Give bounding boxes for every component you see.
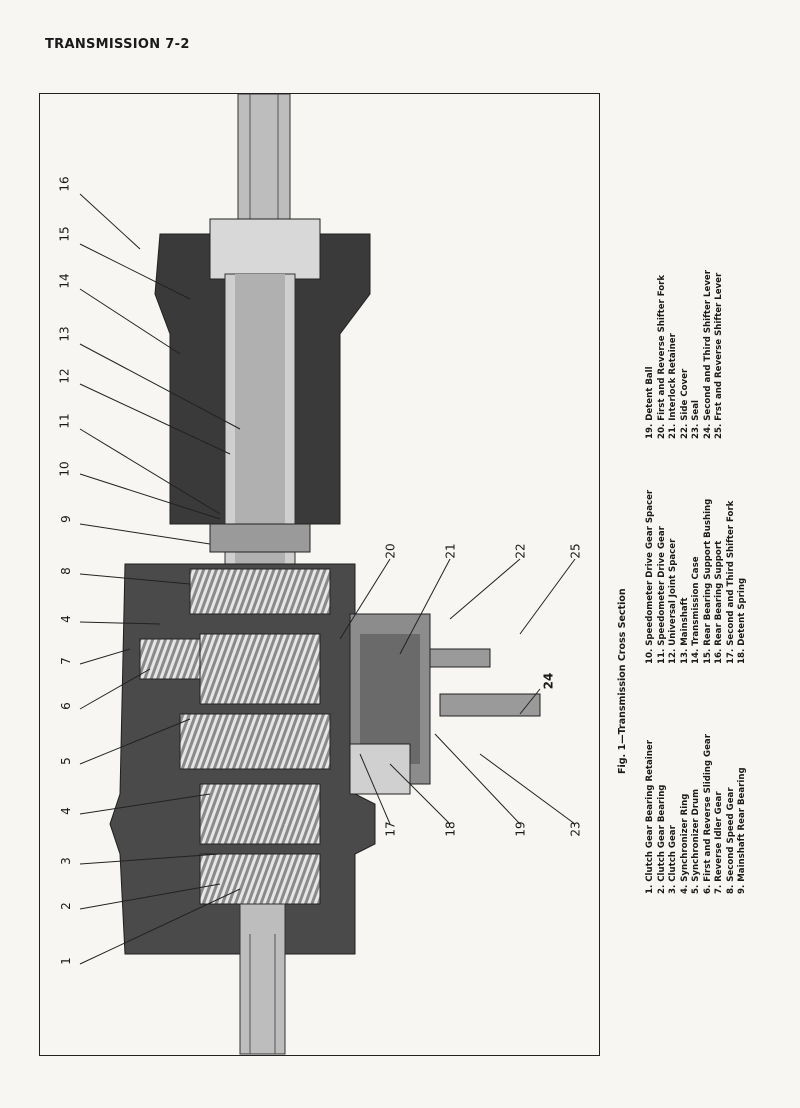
mainshaft-rear-bearing bbox=[209, 523, 311, 553]
callout-17: 17 bbox=[383, 821, 398, 837]
callout-6: 6 bbox=[58, 702, 73, 710]
legend-item: 20. First and Reverse Shifter Fork bbox=[656, 274, 667, 439]
callout-22: 22 bbox=[513, 543, 528, 559]
callout-1: 1 bbox=[58, 957, 73, 965]
legend-item: 2. Clutch Gear Bearing bbox=[656, 784, 667, 894]
callout-4a: 4 bbox=[58, 615, 73, 623]
legend-item: 11. Speedometer Drive Gear bbox=[656, 526, 667, 664]
callout-9: 9 bbox=[58, 515, 73, 523]
first-reverse-shifter-lever bbox=[429, 648, 491, 668]
page-header: TRANSMISSION 7-2 bbox=[45, 37, 190, 52]
callout-13: 13 bbox=[57, 326, 72, 342]
legend-column-3: 19. Detent Ball 20. First and Reverse Sh… bbox=[645, 270, 726, 439]
legend-item: 13. Mainshaft bbox=[679, 597, 690, 664]
legend-item: 1. Clutch Gear Bearing Retainer bbox=[645, 740, 655, 894]
callout-4b: 4 bbox=[58, 807, 73, 815]
legend-item: 5. Synchronizer Drum bbox=[691, 788, 701, 894]
input-shaft bbox=[239, 903, 286, 1055]
legend-column-1: 1. Clutch Gear Bearing Retainer 2. Clutc… bbox=[645, 734, 749, 894]
reverse-idler-gear bbox=[139, 638, 201, 680]
callout-18: 18 bbox=[443, 821, 458, 837]
callout-25: 25 bbox=[568, 543, 583, 559]
legend-item: 3. Clutch Gear bbox=[668, 825, 678, 894]
figure-caption: Fig. 1—Transmission Cross Section bbox=[617, 588, 628, 774]
callout-10: 10 bbox=[57, 461, 72, 477]
leader-lines bbox=[79, 193, 576, 965]
legend-item: 21. Interlock Retainer bbox=[668, 333, 678, 439]
first-reverse-sliding-gear bbox=[179, 713, 331, 770]
legend-item: 16. Rear Bearing Support bbox=[714, 540, 724, 664]
callout-16: 16 bbox=[57, 176, 72, 192]
legend-item: 22. Side Cover bbox=[679, 368, 690, 439]
legend-item: 24. Second and Third Shifter Lever bbox=[702, 270, 713, 439]
callout-21: 21 bbox=[443, 543, 458, 559]
figure-frame: 16 15 14 13 12 11 10 9 8 4 7 6 5 4 3 2 1… bbox=[39, 93, 747, 1056]
legend-item: 25. Frst and Reverse Shifter Lever bbox=[714, 272, 724, 439]
legend-item: 19. Detent Ball bbox=[645, 366, 655, 439]
synchronizer-drum bbox=[199, 633, 321, 705]
callout-12: 12 bbox=[57, 368, 72, 384]
synchronizer-ring bbox=[199, 783, 321, 845]
legend-item: 12. Universal Joint Spacer bbox=[668, 538, 678, 664]
clutch-gear bbox=[199, 853, 321, 905]
callout-23: 23 bbox=[568, 821, 583, 837]
legend-item: 8. Second Speed Gear bbox=[725, 787, 736, 894]
output-shaft bbox=[237, 94, 291, 235]
legend-item: 9. Mainshaft Rear Bearing bbox=[737, 767, 747, 894]
callout-2: 2 bbox=[58, 902, 73, 910]
legend-item: 4. Synchronizer Ring bbox=[679, 793, 690, 894]
legend-item: 17. Second and Third Shifter Fork bbox=[725, 500, 736, 664]
legend-item: 23. Seal bbox=[691, 400, 701, 439]
callout-15: 15 bbox=[57, 226, 72, 242]
callout-3: 3 bbox=[58, 857, 73, 865]
transmission-cross-section-drawing bbox=[79, 94, 576, 1055]
callout-24: 24 bbox=[541, 672, 556, 690]
legend-item: 15. Rear Bearing Support Bushing bbox=[702, 498, 713, 664]
second-third-shifter-lever bbox=[439, 693, 541, 717]
callout-5: 5 bbox=[58, 757, 73, 765]
second-speed-gear bbox=[189, 568, 331, 615]
callout-11: 11 bbox=[57, 413, 72, 429]
legend-item: 7. Reverse Idler Gear bbox=[714, 791, 724, 894]
callout-19: 19 bbox=[513, 821, 528, 837]
detent-spring bbox=[349, 743, 411, 795]
legend-item: 6. First and Reverse Sliding Gear bbox=[702, 734, 713, 894]
callout-14: 14 bbox=[57, 273, 72, 289]
callout-8: 8 bbox=[58, 567, 73, 575]
legend-item: 10. Speedometer Drive Gear Spacer bbox=[645, 489, 655, 664]
legend-item: 14. Transmission Case bbox=[691, 556, 701, 664]
legend-column-2: 10. Speedometer Drive Gear Spacer 11. Sp… bbox=[645, 490, 749, 664]
callout-7: 7 bbox=[58, 657, 73, 665]
legend-item: 18. Detent Spring bbox=[737, 577, 747, 664]
callout-20: 20 bbox=[383, 543, 398, 559]
